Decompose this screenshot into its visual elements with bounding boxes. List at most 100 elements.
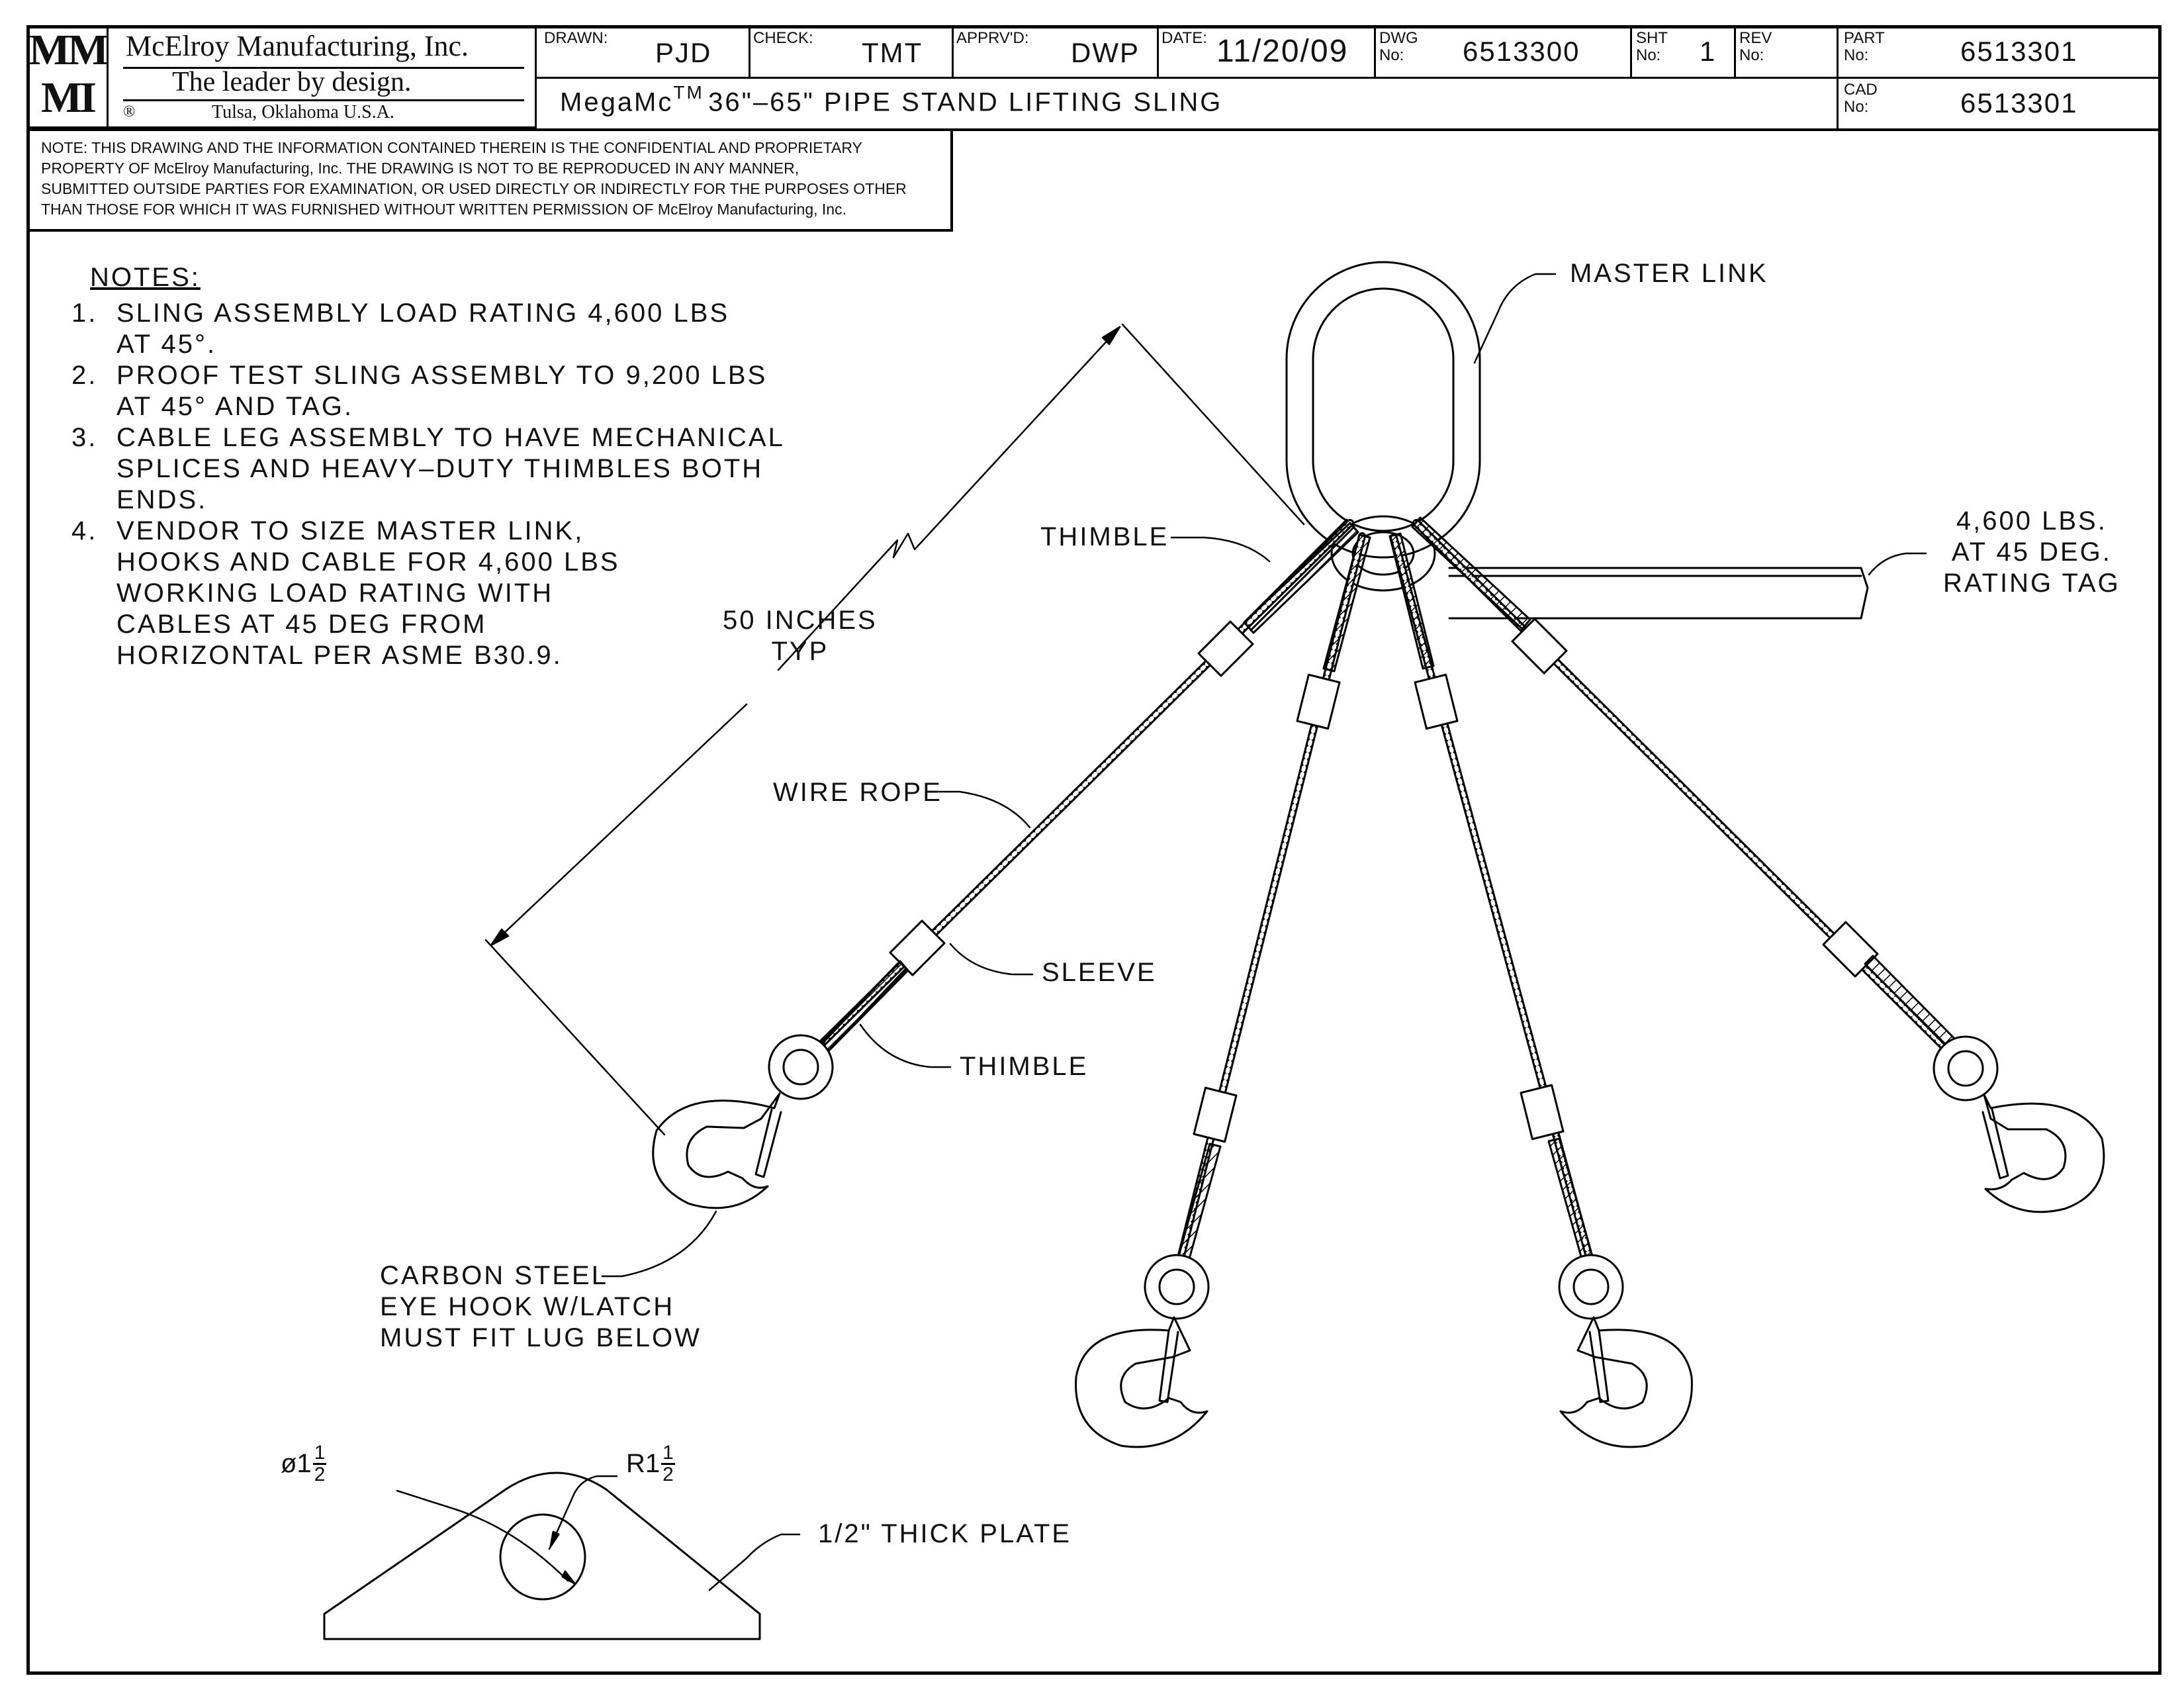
- dwg-label-1: DWG: [1379, 29, 1418, 47]
- title-rest: 36"–65" PIPE STAND LIFTING SLING: [708, 87, 1223, 117]
- hook-line: CARBON STEEL: [380, 1261, 608, 1290]
- note-line: HOOKS AND CABLE FOR 4,600 LBS: [116, 547, 620, 577]
- rating-tag-line: 4,600 LBS.: [1956, 506, 2107, 536]
- master-link-leader: [1473, 273, 1557, 364]
- registered-mark: ®: [123, 103, 136, 120]
- company-name: McElroy Manufacturing, Inc.: [126, 30, 469, 62]
- sht-label-2: No:: [1636, 46, 1661, 64]
- rating-tag-leader: [1868, 552, 1927, 576]
- dwg-cell: [1374, 25, 1632, 79]
- logo-box: [26, 25, 109, 128]
- drawn-cell: [535, 25, 751, 79]
- plate-label: 1/2" THICK PLATE: [818, 1519, 1072, 1548]
- check-value: TMT: [862, 37, 923, 68]
- master-link-label: MASTER LINK: [1570, 259, 1768, 288]
- part-value: 6513301: [1960, 36, 2078, 67]
- part-label-1: PART: [1844, 29, 1885, 47]
- leg3-top-thimble: [1388, 532, 1435, 670]
- drawn-value: PJD: [655, 37, 712, 68]
- note-line: AT 45°.: [116, 330, 217, 359]
- company-location: Tulsa, Oklahoma U.S.A.: [212, 102, 394, 122]
- apprvd-label: APPRV'D:: [956, 29, 1029, 47]
- wire-rope-leader: [937, 790, 1031, 829]
- note-line: CABLES AT 45 DEG FROM: [116, 610, 487, 639]
- leg3-bottom-sleeve: [1520, 1084, 1565, 1141]
- note-number: 4.: [71, 516, 98, 545]
- hook-2: [1075, 1254, 1210, 1448]
- leg2-top-sleeve: [1296, 673, 1341, 730]
- thimble-top-leader: [1170, 536, 1271, 563]
- part-cell: [1837, 25, 2158, 79]
- hook-3: [1558, 1254, 1693, 1448]
- leg2-top-thimble: [1322, 534, 1371, 673]
- confidential-line-3: SUBMITTED OUTSIDE PARTIES FOR EXAMINATIO…: [41, 180, 907, 197]
- apprvd-value: DWP: [1071, 37, 1140, 68]
- date-value: 11/20/09: [1216, 34, 1349, 69]
- sleeve-label: SLEEVE: [1042, 958, 1157, 987]
- note-line: ENDS.: [116, 485, 208, 514]
- note-item: 2. PROOF TEST SLING ASSEMBLY TO 9,200 LB…: [71, 360, 785, 422]
- cad-label-1: CAD: [1844, 81, 1878, 99]
- fraction-num: 1: [312, 1442, 327, 1465]
- apprvd-cell: [952, 25, 1159, 79]
- leg1-top-thimble: [1243, 522, 1359, 634]
- thimble-top-label: THIMBLE: [1040, 522, 1169, 551]
- rating-tag-label: 4,600 LBS. AT 45 DEG. RATING TAG: [1943, 506, 2120, 599]
- note-item: 3. CABLE LEG ASSEMBLY TO HAVE MECHANICAL…: [71, 422, 785, 516]
- hook-4: [1933, 1035, 2105, 1213]
- hole-diameter-prefix: ø1: [281, 1449, 312, 1478]
- hook-leader: [601, 1210, 717, 1278]
- leg3-top-sleeve: [1414, 673, 1459, 730]
- length-dimension: [484, 323, 1305, 1136]
- title-block-rule: [26, 128, 2158, 131]
- fraction-num: 1: [661, 1442, 675, 1465]
- sht-cell: [1630, 25, 1736, 79]
- leg1-top-sleeve: [1197, 620, 1254, 677]
- hook-line: MUST FIT LUG BELOW: [380, 1323, 702, 1352]
- note-line: WORKING LOAD RATING WITH: [116, 579, 554, 608]
- confidential-line-1: NOTE: THIS DRAWING AND THE INFORMATION C…: [41, 139, 862, 156]
- lug-plate: [323, 1472, 801, 1640]
- length-dimension-label: 50 INCHES TYP: [723, 605, 878, 667]
- cad-label-2: No:: [1844, 98, 1869, 116]
- length-value: 50 INCHES: [723, 606, 878, 635]
- radius-prefix: R1: [626, 1449, 660, 1478]
- check-label: CHECK:: [753, 29, 813, 47]
- drawing-title: MegaMcTM 36"–65" PIPE STAND LIFTING SLIN…: [560, 82, 1223, 117]
- length-suffix: TYP: [771, 637, 829, 666]
- note-line: SPLICES AND HEAVY–DUTY THIMBLES BOTH: [116, 454, 764, 483]
- note-line: CABLE LEG ASSEMBLY TO HAVE MECHANICAL: [116, 423, 785, 452]
- fraction: 1 2: [661, 1443, 675, 1485]
- confidential-line-2: PROPERTY OF McElroy Manufacturing, Inc. …: [41, 160, 799, 177]
- part-label-2: No:: [1844, 46, 1869, 64]
- thimble-bottom-label: THIMBLE: [960, 1052, 1089, 1081]
- wire-rope-label: WIRE ROPE: [773, 778, 942, 807]
- rating-tag-line: RATING TAG: [1943, 569, 2120, 598]
- dwg-value: 6513300: [1463, 36, 1580, 67]
- note-line: VENDOR TO SIZE MASTER LINK,: [116, 516, 584, 545]
- fraction-den: 2: [314, 1464, 326, 1485]
- rev-label-1: REV: [1739, 29, 1772, 47]
- hook-line: EYE HOOK W/LATCH: [380, 1292, 675, 1321]
- confidential-box: [26, 128, 953, 232]
- company-slogan-underline: [123, 99, 524, 101]
- date-label: DATE:: [1161, 29, 1207, 47]
- note-line: PROOF TEST SLING ASSEMBLY TO 9,200 LBS: [116, 361, 768, 390]
- hook-1: [652, 1034, 834, 1209]
- hole-diameter-label: ø1 1 2: [281, 1442, 327, 1485]
- part-cell-gap: [1837, 25, 1839, 79]
- title-prefix: MegaMc: [560, 87, 674, 117]
- cad-value: 6513301: [1960, 87, 2078, 118]
- sht-label-1: SHT: [1636, 29, 1668, 47]
- company-slogan: The leader by design.: [172, 67, 412, 97]
- note-number: 3.: [71, 423, 98, 452]
- fraction: 1 2: [312, 1442, 327, 1485]
- sht-value: 1: [1700, 36, 1717, 67]
- confidential-line-4: THAN THOSE FOR WHICH IT WAS FURNISHED WI…: [41, 201, 846, 218]
- note-line: HORIZONTAL PER ASME B30.9.: [116, 641, 563, 670]
- leg4-top-thimble: [1411, 516, 1531, 630]
- fraction-den: 2: [662, 1464, 674, 1485]
